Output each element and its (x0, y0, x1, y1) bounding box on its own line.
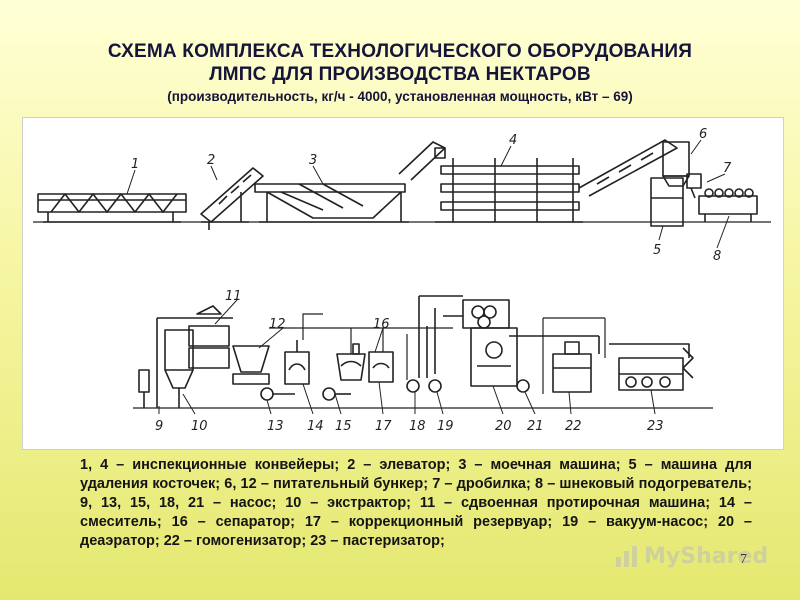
title-line-2: ЛМПС ДЛЯ ПРОИЗВОДСТВА НЕКТАРОВ (209, 64, 591, 85)
feed-conveyor-slats (596, 152, 654, 185)
label-20: 20 (495, 419, 512, 434)
double-wiping-machine-11 (188, 305, 230, 369)
washing-machine-3 (254, 183, 409, 223)
label-4: 4 (509, 133, 517, 148)
label-3: 3 (309, 153, 317, 168)
label-11: 11 (225, 289, 242, 304)
label-9: 9 (155, 419, 163, 434)
feed-hopper-12 (232, 345, 270, 385)
label-5: 5 (653, 243, 661, 258)
label-14: 14 (307, 419, 324, 434)
label-6: 6 (699, 127, 707, 142)
mixer-14 (284, 340, 310, 385)
label-22: 22 (565, 419, 582, 434)
label-2: 2 (207, 153, 215, 168)
title-block: СХЕМА КОМПЛЕКСА ТЕХНОЛОГИЧЕСКОГО ОБОРУДО… (0, 40, 800, 106)
label-1: 1 (131, 157, 139, 172)
subtitle: (производительность, кг/ч - 4000, устано… (167, 89, 633, 104)
title-line-1: СХЕМА КОМПЛЕКСА ТЕХНОЛОГИЧЕСКОГО ОБОРУДО… (107, 41, 693, 62)
elevator-2 (200, 167, 264, 230)
watermark-text: MyShared (644, 543, 769, 569)
label-19: 19 (437, 419, 454, 434)
label-10: 10 (191, 419, 208, 434)
pump-18 (406, 379, 420, 393)
label-17: 17 (375, 419, 392, 434)
homogenizer-22 (509, 335, 600, 393)
legend-text: 1, 4 – инспекционные конвейеры; 2 – элев… (80, 457, 752, 549)
label-16: 16 (373, 317, 390, 332)
label-7: 7 (723, 161, 732, 176)
vacuum-pump-19 (428, 379, 442, 393)
label-12: 12 (269, 317, 286, 332)
pump-13 (260, 387, 295, 401)
label-13: 13 (267, 419, 284, 434)
chart-icon (616, 546, 637, 567)
inspection-conveyor-1 (37, 193, 187, 223)
label-18: 18 (409, 419, 426, 434)
pump-21 (516, 379, 530, 393)
pitting-machine-5 (650, 177, 684, 227)
pump-9 (138, 369, 150, 408)
correction-tank-17 (368, 351, 394, 383)
label-21: 21 (527, 419, 544, 434)
crusher-7 (686, 173, 702, 199)
pasteurizer-23 (609, 343, 694, 391)
deaerator-20 (418, 295, 518, 387)
watermark: MyShared (614, 541, 768, 571)
equipment-diagram: 1 2 3 4 5 6 7 8 9 10 11 12 13 14 15 16 1… (22, 117, 784, 450)
label-15: 15 (335, 419, 352, 434)
label-23: 23 (647, 419, 664, 434)
inspection-conveyor-4 (398, 141, 583, 223)
screw-heater-8 (698, 188, 758, 222)
page-number: 7 (740, 552, 747, 567)
separator-16 (336, 343, 366, 381)
extractor-10 (156, 317, 233, 408)
label-8: 8 (713, 249, 721, 264)
pump-15 (322, 387, 351, 401)
feed-conveyor (578, 139, 678, 197)
